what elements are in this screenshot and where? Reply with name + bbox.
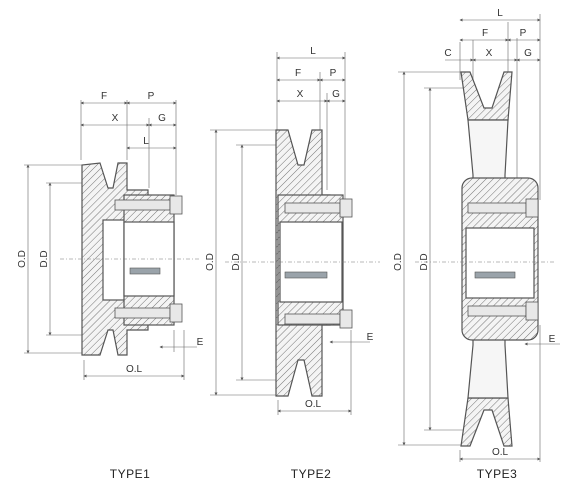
type3-label-g: G	[524, 48, 532, 59]
type3-drawing	[398, 14, 560, 462]
type1-label-dd: D.D	[39, 250, 50, 267]
type2-label-e: E	[367, 332, 374, 343]
type1-label-e: E	[197, 337, 204, 348]
type2-keyway	[284, 271, 328, 279]
type1-label-x: X	[112, 113, 119, 124]
type2-caption: TYPE2	[291, 467, 332, 481]
type3-label-c: C	[444, 48, 451, 59]
type1-drawing	[24, 100, 200, 380]
type2-label-dd: D.D	[231, 253, 242, 270]
type3-keyway	[474, 271, 516, 279]
type3-bolt-top	[467, 202, 527, 214]
type3-label-p: P	[520, 28, 527, 39]
type1-bolt-bottom	[114, 307, 171, 319]
type1-bolt-top	[114, 199, 171, 211]
type2-bolt-top	[284, 202, 341, 214]
type2-label-ol: O.L	[305, 399, 322, 410]
type1-label-g: G	[158, 113, 166, 124]
type1-label-od: O.D	[17, 250, 28, 268]
type2-drawing	[210, 52, 380, 415]
type2-label-p: P	[330, 68, 337, 79]
type3-rim-bottom	[460, 397, 513, 447]
type1-label-l: L	[143, 136, 149, 147]
type3-label-f: F	[482, 28, 488, 39]
type1-keyway	[129, 267, 161, 275]
type3-caption: TYPE3	[477, 467, 518, 481]
type2-label-l: L	[310, 46, 316, 57]
type2-label-x: X	[297, 89, 304, 100]
type3-rim-top	[460, 71, 513, 121]
type3-label-l: L	[497, 8, 503, 19]
type2-label-od: O.D	[205, 253, 216, 271]
type1-caption: TYPE1	[110, 467, 151, 481]
type3-label-ol: O.L	[492, 447, 509, 458]
type2-bolt-bottom	[284, 313, 341, 325]
type3-label-e: E	[549, 334, 556, 345]
type3-label-dd: D.D	[419, 253, 430, 270]
type3-label-od: O.D	[393, 253, 404, 271]
type2-label-g: G	[332, 89, 340, 100]
type1-label-p: P	[148, 91, 155, 102]
type3-label-x: X	[486, 48, 493, 59]
type2-label-f: F	[295, 68, 301, 79]
type3-bolt-bottom	[467, 305, 527, 317]
type1-label-f: F	[101, 91, 107, 102]
type1-label-ol: O.L	[126, 364, 143, 375]
